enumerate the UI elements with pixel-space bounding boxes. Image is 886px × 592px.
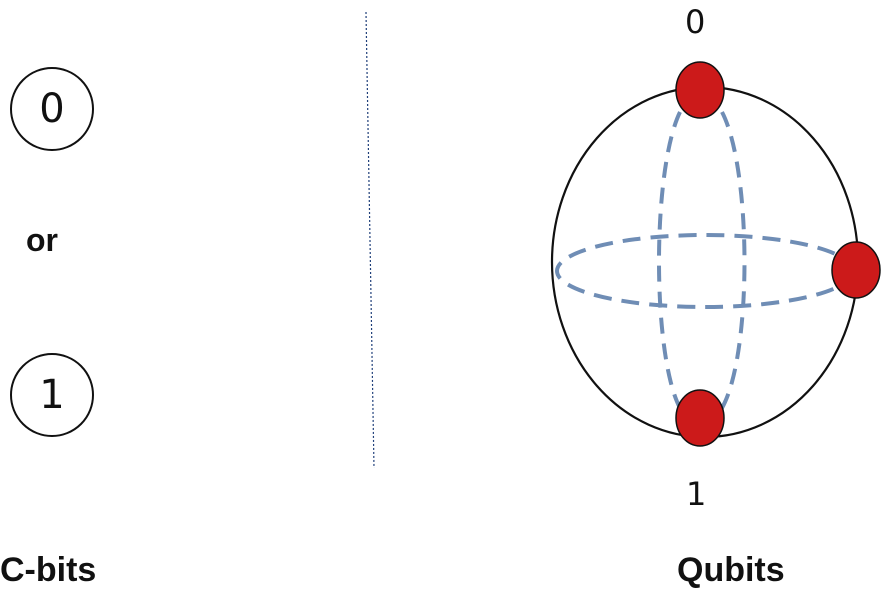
qubit-state-one-label: 1 (686, 475, 707, 513)
bloch-sphere (550, 61, 881, 447)
or-connector: or (26, 222, 58, 258)
sphere-outline (550, 85, 860, 439)
classical-bit-one: 1 (10, 353, 94, 437)
state-point-equator (831, 241, 881, 299)
classical-bit-zero: 0 (10, 67, 94, 151)
meridian-right-arc (720, 111, 747, 409)
meridian-left-arc (657, 111, 682, 409)
qubits-caption: Qubits (677, 551, 785, 589)
equator-ellipse (555, 233, 855, 309)
state-point-zero (675, 61, 725, 119)
classical-bit-one-label: 1 (39, 372, 65, 418)
classical-bit-zero-label: 0 (39, 86, 65, 132)
qubit-state-zero-label: 0 (685, 3, 706, 41)
divider-line (365, 11, 375, 469)
state-point-one (675, 389, 725, 447)
cbits-caption: C-bits (0, 551, 97, 589)
